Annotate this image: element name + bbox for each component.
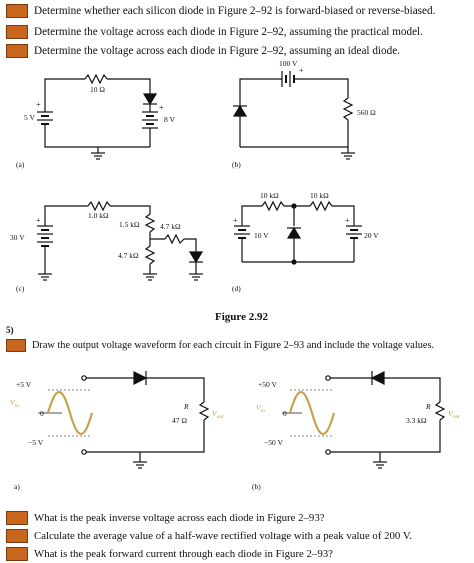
- question-row: Calculate the average value of a half-wa…: [6, 527, 412, 545]
- label-c-r2: 1.5 kΩ: [119, 220, 140, 229]
- sine-wave-b: [288, 391, 336, 435]
- circuit-a: [37, 73, 158, 160]
- circuit-b: [232, 71, 355, 160]
- label-293b-r: R: [425, 402, 431, 411]
- orange-marker-icon: [6, 4, 28, 18]
- svg-text:+: +: [299, 66, 304, 75]
- label-293a-vout: Vout: [212, 409, 224, 420]
- label-c: (c): [16, 284, 25, 293]
- question-row: Determine the voltage across each diode …: [6, 23, 423, 41]
- diode-b: [232, 104, 248, 117]
- question-text: What is the peak forward current through…: [34, 548, 333, 560]
- diode-a: [142, 93, 158, 106]
- label-a-source2: 8 V: [164, 115, 175, 124]
- resistor-1k: [87, 200, 111, 212]
- label-d: (d): [232, 284, 241, 293]
- sine-wave-a: [46, 391, 94, 435]
- diode-d: [286, 226, 302, 239]
- label-293a-vneg: −5 V: [28, 438, 44, 447]
- question-text: Determine whether each silicon diode in …: [34, 5, 436, 17]
- label-d-r2: 10 kΩ: [310, 191, 329, 200]
- label-293a-rval: 47 Ω: [172, 416, 187, 425]
- circuit-293b: [282, 371, 446, 469]
- question-text: Calculate the average value of a half-wa…: [34, 530, 412, 542]
- question-row: What is the peak forward current through…: [6, 545, 333, 563]
- question-row: Draw the output voltage waveform for eac…: [6, 336, 434, 354]
- label-293b-vneg: −50 V: [264, 438, 283, 447]
- label-c-r1: 1.0 kΩ: [88, 211, 109, 220]
- label-d-source1: 10 V: [254, 231, 269, 240]
- question-row: Determine the voltage across each diode …: [6, 42, 400, 60]
- label-d-r1: 10 kΩ: [260, 191, 279, 200]
- label-293a: a): [14, 482, 20, 491]
- label-293b-zero: 0: [283, 409, 287, 418]
- question-row: What is the peak inverse voltage across …: [6, 509, 325, 527]
- question-text: What is the peak inverse voltage across …: [34, 512, 325, 524]
- label-293a-vpos: +5 V: [16, 380, 32, 389]
- orange-marker-icon: [6, 44, 28, 58]
- svg-text:+: +: [36, 100, 41, 109]
- svg-text:+: +: [345, 216, 350, 225]
- question-row: Determine whether each silicon diode in …: [6, 2, 435, 20]
- svg-text:+: +: [159, 103, 164, 112]
- diode-c: [188, 251, 204, 264]
- label-b-resistor: 560 Ω: [357, 108, 376, 117]
- orange-marker-icon: [6, 529, 28, 543]
- diode-293a: [133, 371, 148, 385]
- svg-text:+: +: [36, 216, 41, 225]
- label-293a-zero: 0: [40, 409, 44, 418]
- orange-marker-icon: [6, 547, 28, 561]
- label-293b-rval: 3.3 kΩ: [406, 416, 427, 425]
- resistor-560-ohm: [342, 97, 354, 121]
- label-c-r4: 4.7 kΩ: [118, 251, 139, 260]
- label-d-source2: 20 V: [364, 231, 379, 240]
- question-text: Determine the voltage across each diode …: [34, 26, 423, 38]
- resistor-47-ohm: [198, 401, 210, 421]
- resistor-1-5k: [144, 213, 156, 233]
- label-293b-vpos: +50 V: [258, 380, 277, 389]
- orange-marker-icon: [6, 511, 28, 525]
- question-text: Draw the output voltage waveform for eac…: [32, 339, 435, 351]
- label-293a-vin: Vin: [10, 398, 19, 409]
- resistor-4-7k-h: [164, 233, 185, 245]
- circuit-c: [37, 200, 204, 281]
- question-number: 5): [6, 325, 14, 335]
- diode-293b: [370, 371, 385, 385]
- label-b: (b): [232, 160, 241, 169]
- label-293b-vout: Vout: [448, 409, 460, 420]
- orange-marker-icon: [6, 25, 28, 39]
- question-text: Determine the voltage across each diode …: [34, 45, 400, 57]
- label-a-resistor: 10 Ω: [90, 85, 105, 94]
- label-c-source: 30 V: [10, 233, 25, 242]
- label-293b: (b): [252, 482, 261, 491]
- circuit-d: [234, 200, 362, 265]
- label-a: (a): [16, 160, 25, 169]
- label-a-source: 5 V: [24, 113, 35, 122]
- resistor-4-7k-v: [144, 245, 156, 265]
- orange-marker-icon: [6, 338, 26, 352]
- label-c-r3: 4.7 kΩ: [160, 222, 181, 231]
- label-293a-r: R: [183, 402, 189, 411]
- resistor-3-3k: [434, 401, 446, 421]
- resistor-10k-left: [261, 200, 285, 212]
- resistor-10k-right: [309, 200, 333, 212]
- label-293b-vin: Vin: [256, 403, 265, 414]
- resistor-10-ohm: [84, 73, 108, 85]
- svg-text:+: +: [233, 216, 238, 225]
- label-b-source: 100 V: [279, 59, 298, 68]
- figure-caption: Figure 2.92: [215, 311, 268, 323]
- circuit-293a: [38, 371, 210, 469]
